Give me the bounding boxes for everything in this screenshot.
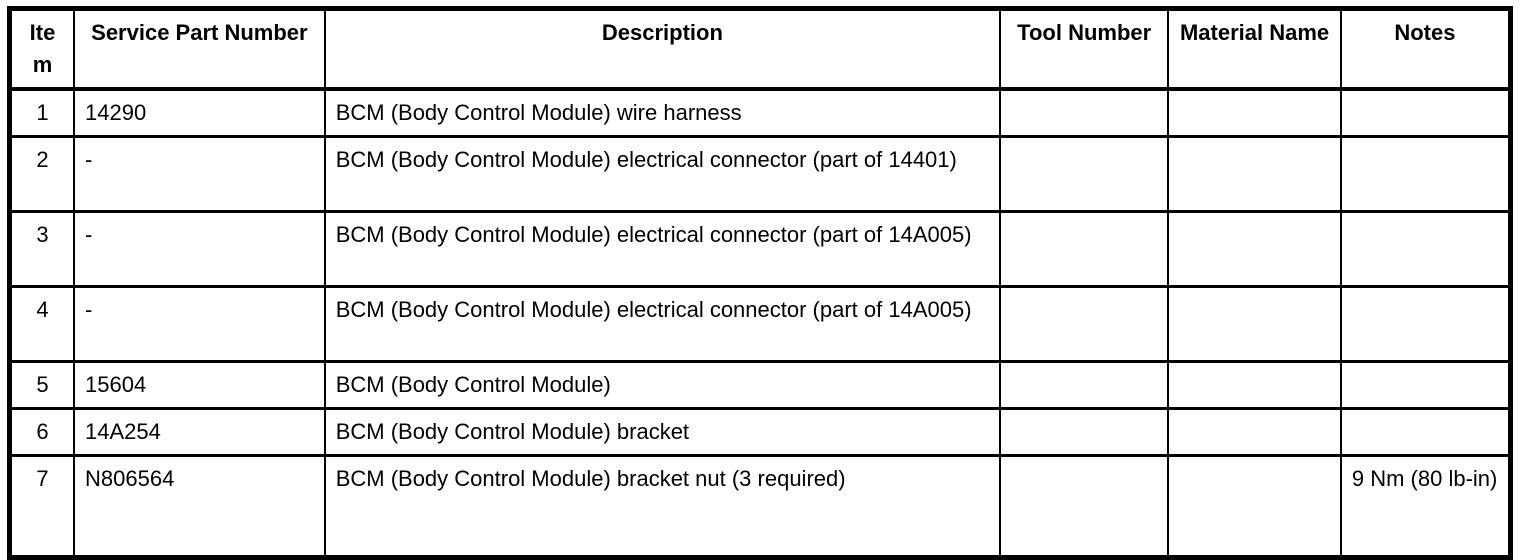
description-cell: BCM (Body Control Module) wire harness — [323, 87, 1002, 138]
table-row: 2 - BCM (Body Control Module) electrical… — [8, 135, 1512, 213]
item-cell: 7 — [8, 454, 76, 559]
notes-cell — [1339, 87, 1512, 138]
header-row: Item Service Part Number Description Too… — [8, 7, 1512, 91]
description-cell: BCM (Body Control Module) electrical con… — [323, 135, 1002, 213]
table-row: 3 - BCM (Body Control Module) electrical… — [8, 210, 1512, 288]
column-header-tool-number: Tool Number — [999, 7, 1170, 91]
tool-number-cell — [999, 210, 1170, 288]
table-row: 5 15604 BCM (Body Control Module) — [8, 360, 1512, 410]
tool-number-cell — [999, 135, 1170, 213]
material-name-cell — [1167, 285, 1342, 363]
column-header-service-part-number: Service Part Number — [73, 7, 326, 91]
service-part-number-cell: - — [73, 285, 326, 363]
column-header-material-name: Material Name — [1167, 7, 1342, 91]
description-cell: BCM (Body Control Module) electrical con… — [323, 210, 1002, 288]
material-name-cell — [1167, 87, 1342, 138]
table-row: 4 - BCM (Body Control Module) electrical… — [8, 285, 1512, 363]
item-cell: 4 — [8, 285, 76, 363]
column-header-item: Item — [8, 7, 76, 91]
notes-cell — [1339, 407, 1512, 457]
description-cell: BCM (Body Control Module) electrical con… — [323, 285, 1002, 363]
material-name-cell — [1167, 360, 1342, 410]
material-name-cell — [1167, 210, 1342, 288]
table-body: 1 14290 BCM (Body Control Module) wire h… — [8, 87, 1512, 559]
column-header-notes: Notes — [1339, 7, 1512, 91]
material-name-cell — [1167, 407, 1342, 457]
table-header: Item Service Part Number Description Too… — [8, 7, 1512, 91]
item-cell: 1 — [8, 87, 76, 138]
description-cell: BCM (Body Control Module) — [323, 360, 1002, 410]
notes-cell — [1339, 285, 1512, 363]
item-cell: 3 — [8, 210, 76, 288]
service-part-number-cell: 14290 — [73, 87, 326, 138]
parts-table: Item Service Part Number Description Too… — [7, 6, 1513, 560]
notes-cell — [1339, 210, 1512, 288]
material-name-cell — [1167, 135, 1342, 213]
tool-number-cell — [999, 454, 1170, 559]
service-part-number-cell: 14A254 — [73, 407, 326, 457]
table-row: 1 14290 BCM (Body Control Module) wire h… — [8, 87, 1512, 138]
tool-number-cell — [999, 87, 1170, 138]
service-part-number-cell: 15604 — [73, 360, 326, 410]
item-cell: 2 — [8, 135, 76, 213]
service-part-number-cell: N806564 — [73, 454, 326, 559]
table-row: 6 14A254 BCM (Body Control Module) brack… — [8, 407, 1512, 457]
notes-cell: 9 Nm (80 lb-in) — [1339, 454, 1512, 559]
service-part-number-cell: - — [73, 210, 326, 288]
material-name-cell — [1167, 454, 1342, 559]
item-cell: 5 — [8, 360, 76, 410]
item-cell: 6 — [8, 407, 76, 457]
description-cell: BCM (Body Control Module) bracket — [323, 407, 1002, 457]
column-header-description: Description — [323, 7, 1002, 91]
tool-number-cell — [999, 360, 1170, 410]
tool-number-cell — [999, 285, 1170, 363]
notes-cell — [1339, 135, 1512, 213]
notes-cell — [1339, 360, 1512, 410]
service-part-number-cell: - — [73, 135, 326, 213]
description-cell: BCM (Body Control Module) bracket nut (3… — [323, 454, 1002, 559]
table-row: 7 N806564 BCM (Body Control Module) brac… — [8, 454, 1512, 559]
tool-number-cell — [999, 407, 1170, 457]
